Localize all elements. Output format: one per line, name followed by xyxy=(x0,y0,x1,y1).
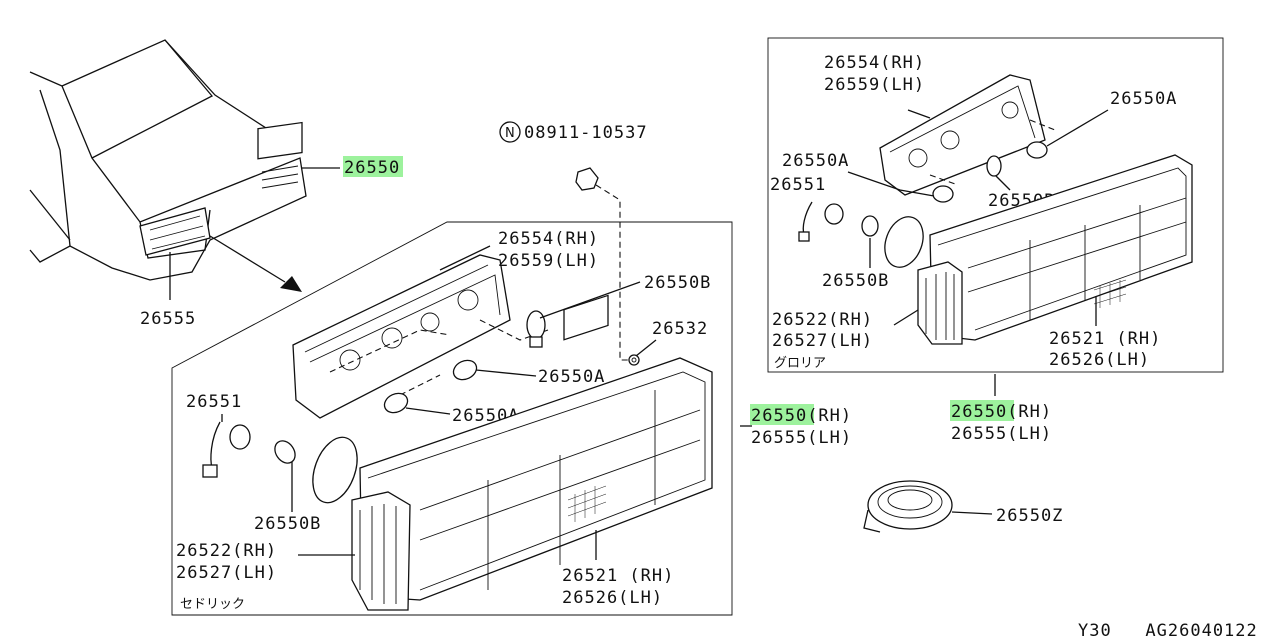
car-outline xyxy=(29,39,340,300)
l-assy-highlight xyxy=(750,404,814,425)
r-housing-label-lh: 26559(LH) xyxy=(824,75,925,95)
l-variant-label: セドリック xyxy=(180,597,245,612)
right-housing xyxy=(879,74,1056,196)
left-socket xyxy=(202,421,358,504)
right-bulbs xyxy=(861,141,1048,237)
car-lamp-label: 26555 xyxy=(140,309,196,329)
l-socket-label: 26551 xyxy=(186,392,242,412)
r-lens-side-label-rh: 26522(RH) xyxy=(772,310,873,330)
r-bulb-a-right-label: 26550A xyxy=(1110,89,1177,109)
n-symbol: N xyxy=(505,126,515,141)
diagram-code: Y30 AG26040122 xyxy=(1078,621,1258,640)
right-lens xyxy=(917,154,1193,345)
left-lens xyxy=(351,294,713,611)
r-housing-label-rh: 26554(RH) xyxy=(824,53,925,73)
l-assy-label: 26550(RH) xyxy=(751,406,852,426)
r-bulb-b2-label: 26550B xyxy=(822,271,889,291)
l-lens-side-label-lh: 26527(LH) xyxy=(176,563,277,583)
l-grommet-label: 26532 xyxy=(652,319,708,339)
r-lens-label-lh: 26526(LH) xyxy=(1049,350,1150,370)
car-ref-highlight xyxy=(343,156,403,177)
l-bulb-a1-label: 26550A xyxy=(538,367,605,387)
r-socket-label: 26551 xyxy=(770,175,826,195)
r-bulb-a-left-label: 26550A xyxy=(782,151,849,171)
n-symbol-circle xyxy=(499,121,521,143)
l-assy-lh-label: 26555(LH) xyxy=(751,428,852,448)
left-housing xyxy=(292,254,549,419)
r-assy-highlight xyxy=(950,400,1014,421)
r-assy-lh-label: 26555(LH) xyxy=(951,424,1052,444)
r-assy-label: 26550(RH) xyxy=(951,402,1052,422)
l-lens-label-lh: 26526(LH) xyxy=(562,588,663,608)
left-variant-box xyxy=(171,221,733,616)
nut-part: N xyxy=(499,121,632,361)
r-lens-side-label-lh: 26527(LH) xyxy=(772,331,873,351)
right-variant-box xyxy=(767,37,1224,373)
seal-roll xyxy=(863,480,953,533)
r-variant-label: グロリア xyxy=(774,356,826,371)
car-ref-label: 26550 xyxy=(344,158,400,178)
l-lens-label-rh: 26521 (RH) xyxy=(562,566,674,586)
right-socket xyxy=(798,201,924,268)
l-housing-label-rh: 26554(RH) xyxy=(498,229,599,249)
seal-label: 26550Z xyxy=(996,506,1063,526)
l-bulb-b-top-label: 26550B xyxy=(644,273,711,293)
nut-label: 08911-10537 xyxy=(524,123,648,143)
r-lens-label-rh: 26521 (RH) xyxy=(1049,329,1161,349)
l-housing-label-lh: 26559(LH) xyxy=(498,251,599,271)
l-bulb-b-bot-label: 26550B xyxy=(254,514,321,534)
l-lens-side-label-rh: 26522(RH) xyxy=(176,541,277,561)
